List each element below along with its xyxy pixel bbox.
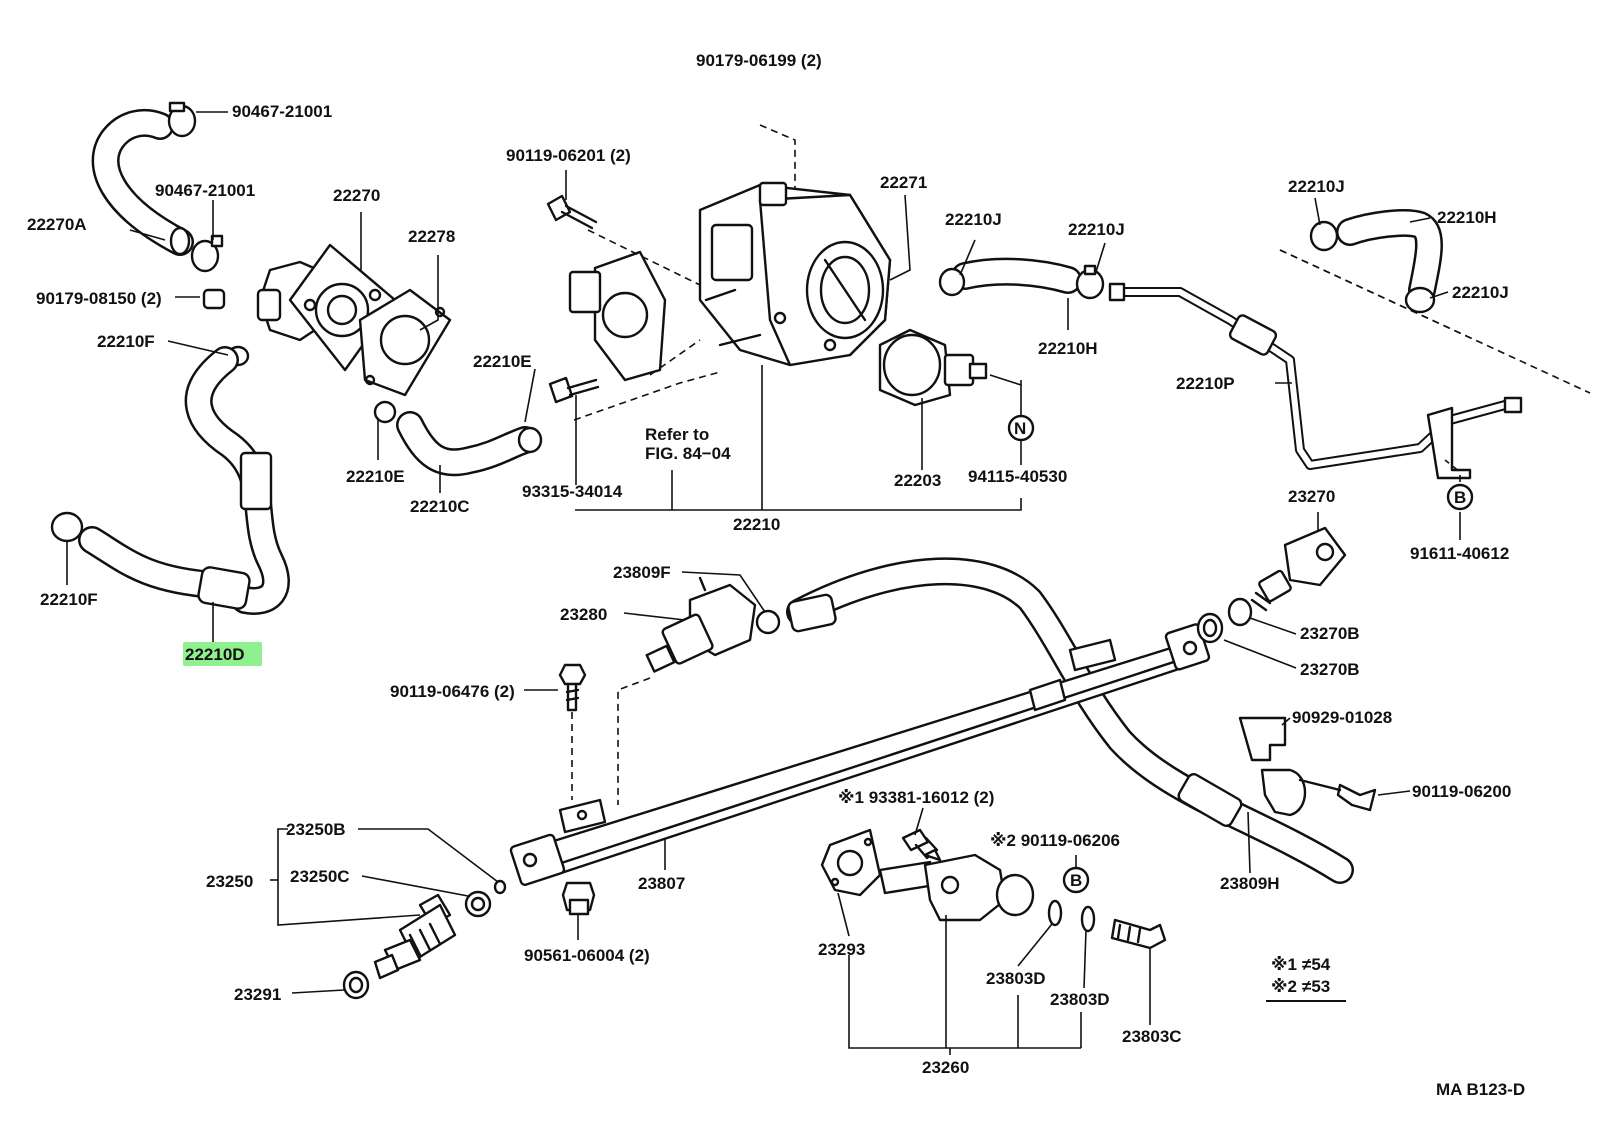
part-label[interactable]: 23291 [234, 985, 281, 1004]
part-label[interactable]: 23293 [818, 940, 865, 959]
part-label[interactable]: 22210H [1437, 208, 1497, 227]
part-label[interactable]: 22210 [733, 515, 780, 534]
bolt-drawing [546, 194, 600, 404]
part-label[interactable]: 23803D [1050, 990, 1110, 1009]
pressure-regulator-drawing [645, 576, 781, 673]
part-label[interactable]: 23807 [638, 874, 685, 893]
part-label[interactable]: 22210F [40, 590, 98, 609]
legend-value-2: ≠53 [1302, 977, 1330, 996]
part-labels: 90179-06199 (2) 90467-21001 90119-06201 … [27, 51, 1511, 1077]
figure-code: MA B123-D [1436, 1080, 1525, 1099]
part-label[interactable]: 93315-34014 [522, 482, 623, 501]
refer-note-line1[interactable]: Refer to [645, 425, 709, 444]
clamp-bracket-drawing [1238, 716, 1377, 817]
pipe-22210p-drawing [1108, 282, 1523, 480]
part-label[interactable]: 90119-06476 (2) [390, 682, 515, 701]
marker-n-label: N [1014, 419, 1026, 438]
part-label[interactable]: 22210H [1038, 339, 1098, 358]
part-label[interactable]: 22210J [945, 210, 1002, 229]
legend-mark-2: ※2 [1271, 977, 1297, 996]
part-label[interactable]: 23270B [1300, 624, 1360, 643]
part-label[interactable]: 22210E [346, 467, 405, 486]
refer-note-line2[interactable]: FIG. 84−04 [645, 444, 731, 463]
part-label[interactable]: 22210J [1288, 177, 1345, 196]
leader-lines [66, 111, 1461, 1055]
part-label[interactable]: 23250B [286, 820, 346, 839]
cap-drawing [561, 881, 596, 916]
hose-22210f-drawing [50, 511, 251, 610]
part-label[interactable]: 23803C [1122, 1027, 1182, 1046]
part-label[interactable]: 22210J [1452, 283, 1509, 302]
throttle-sensor-drawing [568, 250, 667, 382]
part-label[interactable]: ※1 93381-16012 (2) [838, 788, 994, 807]
air-valve-drawing [878, 328, 988, 407]
gasket-22278-drawing [358, 288, 452, 397]
delivery-pipe-drawing [509, 623, 1211, 886]
isc-valve-drawing [256, 243, 397, 372]
part-label[interactable]: 23280 [560, 605, 607, 624]
pulsation-damper-drawing [1196, 526, 1347, 644]
part-label[interactable]: 91611-40612 [1410, 544, 1509, 563]
part-label[interactable]: 90119-06200 [1412, 782, 1511, 801]
part-label[interactable]: 23809F [613, 563, 671, 582]
part-label[interactable]: 23260 [922, 1058, 969, 1077]
hose-clamp-drawing [167, 101, 224, 273]
part-label[interactable]: 22210J [1068, 220, 1125, 239]
part-label[interactable]: 90467-21001 [232, 102, 332, 121]
cold-start-injector-drawing [820, 828, 1167, 950]
part-label[interactable]: 22271 [880, 173, 927, 192]
part-label[interactable]: 94115-40530 [968, 467, 1067, 486]
part-label[interactable]: 23803D [986, 969, 1046, 988]
hose-upper-right-drawing [1279, 209, 1591, 394]
circle-markers: N B B [1007, 414, 1474, 894]
marker-n [1007, 414, 1035, 442]
legend-value-1: ≠54 [1302, 955, 1331, 974]
part-label[interactable]: 90467-21001 [155, 181, 255, 200]
bolt-90119-06476-drawing [558, 663, 587, 800]
hose-22210h-drawing [938, 257, 1105, 300]
legend-mark-1: ※1 [1271, 955, 1297, 974]
part-label[interactable]: 90929-01028 [1292, 708, 1392, 727]
part-label[interactable]: 23250C [290, 867, 350, 886]
fuel-hose-23809h-drawing [786, 557, 1354, 884]
part-label[interactable]: 90119-06201 (2) [506, 146, 631, 165]
part-label[interactable]: 23250 [206, 872, 253, 891]
part-label[interactable]: 22210P [1176, 374, 1235, 393]
part-label[interactable]: 22278 [408, 227, 455, 246]
part-label[interactable]: 22210F [97, 332, 155, 351]
part-label[interactable]: 90179-06199 (2) [696, 51, 822, 70]
bush-drawing [202, 288, 226, 310]
marker-b [1446, 483, 1474, 511]
part-label[interactable]: 22270 [333, 186, 380, 205]
hose-22270a-drawing [91, 109, 194, 256]
part-label[interactable]: ※2 90119-06206 [990, 831, 1120, 850]
part-label[interactable]: 22270A [27, 215, 87, 234]
part-label[interactable]: 22210E [473, 352, 532, 371]
legend: ※1 ≠54 ※2 ≠53 [1266, 955, 1346, 1002]
marker-b-label: B [1070, 871, 1082, 890]
part-label[interactable]: 22210C [410, 497, 470, 516]
highlight-22210d [183, 642, 262, 666]
part-label[interactable]: 22203 [894, 471, 941, 490]
part-label[interactable]: 90561-06004 (2) [524, 946, 650, 965]
part-label[interactable]: 90179-08150 (2) [36, 289, 162, 308]
part-label-highlighted[interactable]: 22210D [185, 645, 245, 664]
injector-23250-drawing [342, 879, 507, 1000]
marker-b [1062, 866, 1090, 894]
parts-illustration [50, 101, 1591, 1000]
part-label[interactable]: 23270B [1300, 660, 1360, 679]
hose-22210c-drawing [373, 400, 543, 477]
part-label[interactable]: 23270 [1288, 487, 1335, 506]
marker-b-label: B [1454, 488, 1466, 507]
hose-22210d-drawing [184, 346, 290, 615]
throttle-body-drawing [698, 181, 892, 367]
part-label[interactable]: 23809H [1220, 874, 1280, 893]
